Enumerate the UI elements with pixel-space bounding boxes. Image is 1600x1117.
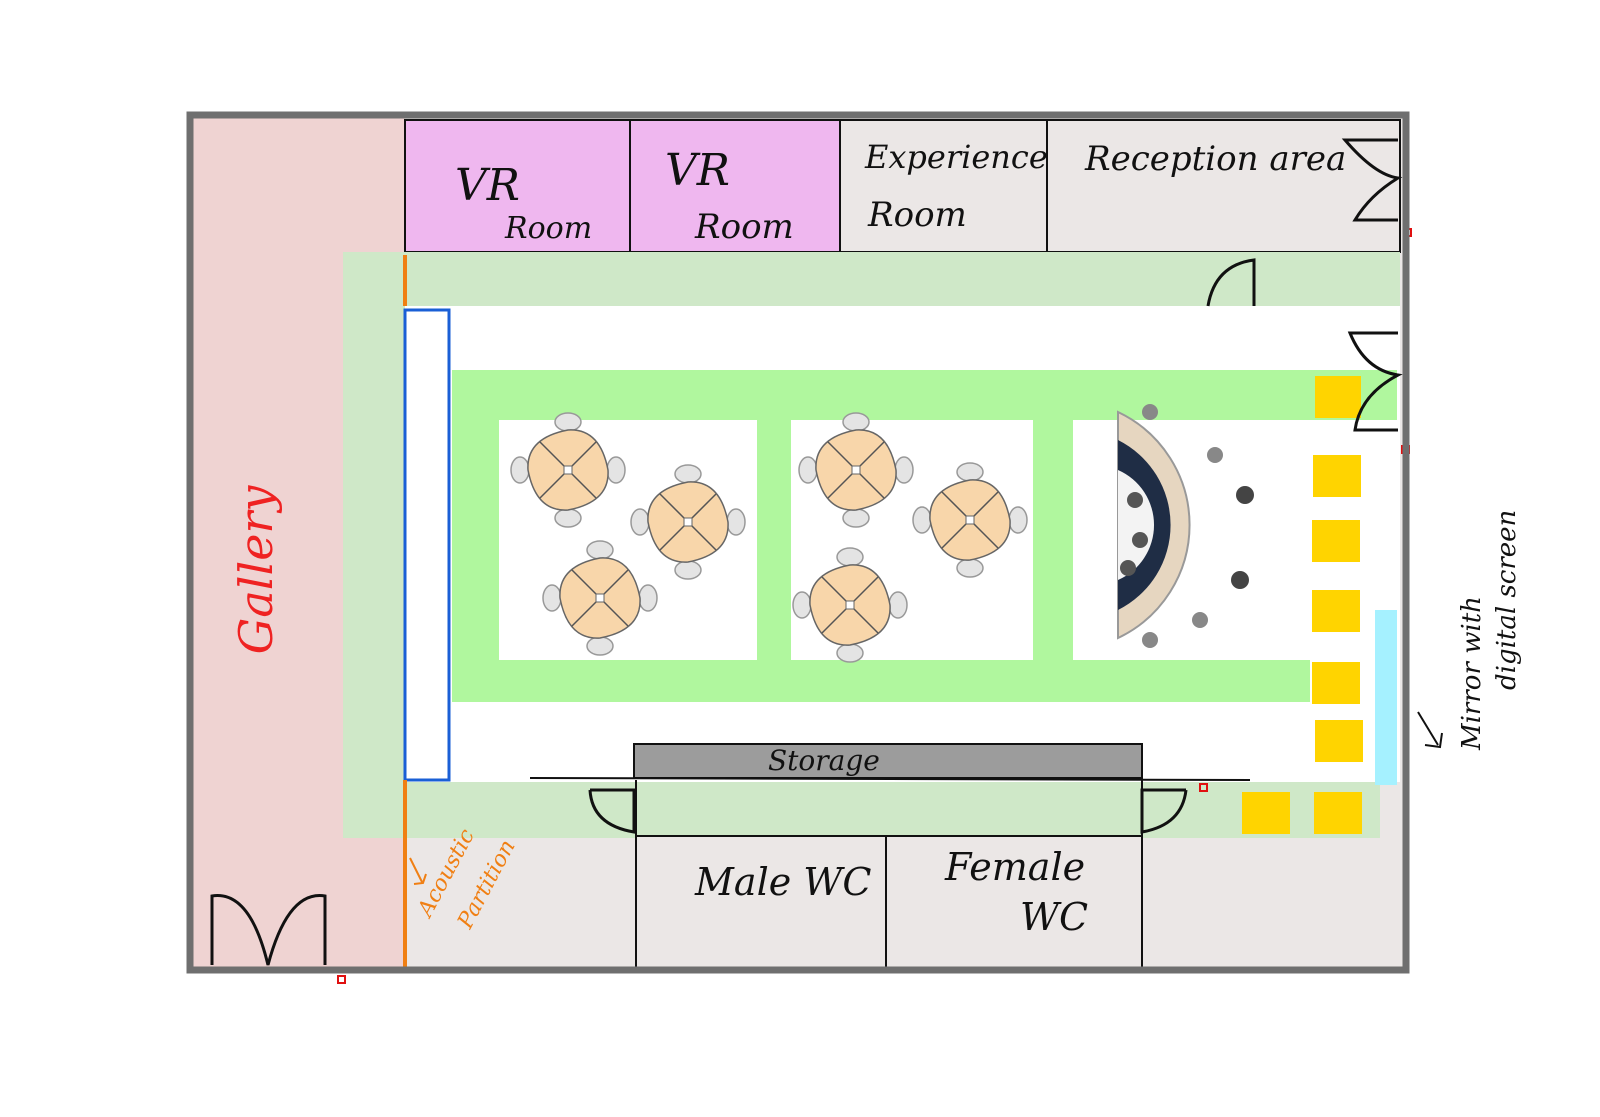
seat[interactable]: [1315, 376, 1361, 418]
vr-room-2-label-line2: Room: [694, 207, 794, 247]
female-wc-label-line1: Female: [944, 845, 1085, 889]
mirror-arrow: [1417, 711, 1443, 749]
svg-text:VR: VR: [665, 145, 730, 196]
vr-room-1-label-line1: VR: [455, 160, 520, 211]
corridor-bottom: [405, 782, 1380, 838]
svg-text:Mirror with: Mirror with: [1457, 596, 1487, 751]
chair: [842, 508, 870, 528]
door-gallery[interactable]: [210, 894, 327, 966]
outer-wall: [186, 111, 1410, 974]
reception-label: Reception area: [1084, 139, 1346, 179]
svg-text:WC: WC: [1020, 895, 1088, 939]
mirror-screen[interactable]: [1375, 610, 1397, 785]
circulation-right: [1033, 420, 1073, 660]
chair: [726, 508, 746, 536]
table-four-seat[interactable]: [912, 462, 1028, 578]
table-hub: [683, 517, 693, 527]
table-cluster: [510, 412, 1028, 663]
chair: [792, 591, 812, 619]
chair: [912, 506, 932, 534]
table-hub: [965, 515, 975, 525]
chair: [586, 636, 614, 656]
chair: [554, 412, 582, 432]
male-wc-label: Male WC: [694, 860, 871, 904]
chair: [836, 547, 864, 567]
door-hall-entry[interactable]: [1347, 331, 1403, 432]
chair: [888, 591, 908, 619]
table-hub: [595, 593, 605, 603]
seating-zone-3: [1073, 420, 1310, 660]
mirror-label-line1: Mirror with: [1457, 596, 1487, 751]
seat[interactable]: [1242, 792, 1290, 834]
chair: [606, 456, 626, 484]
door-reception[interactable]: [1341, 138, 1403, 222]
vr-room-1-label-line2: Room: [504, 211, 592, 246]
female-wc[interactable]: [885, 835, 1143, 969]
table-hub: [563, 465, 573, 475]
chair: [842, 412, 870, 432]
chair: [542, 584, 562, 612]
door-male-wc[interactable]: [588, 788, 636, 834]
chair: [674, 464, 702, 484]
seat[interactable]: [1314, 792, 1362, 834]
svg-text:Experience: Experience: [864, 138, 1048, 176]
marker: [337, 975, 346, 984]
svg-text:Female: Female: [944, 845, 1085, 889]
blue-panel: [403, 308, 451, 782]
chair: [630, 508, 650, 536]
svg-text:Room: Room: [694, 207, 794, 247]
circulation-bottom: [452, 660, 1310, 702]
svg-text:VR: VR: [455, 160, 520, 211]
door-female-wc[interactable]: [1140, 788, 1188, 834]
chair: [956, 462, 984, 482]
table-four-seat[interactable]: [510, 412, 626, 528]
corridor-top: [405, 252, 1400, 306]
vr-room-2-label-line1: VR: [665, 145, 730, 196]
chair: [836, 643, 864, 663]
reception-area[interactable]: [1046, 119, 1401, 253]
table-four-seat[interactable]: [798, 412, 914, 528]
chair: [638, 584, 658, 612]
chair: [586, 540, 614, 560]
mirror-label-line2: digital screen: [1492, 510, 1522, 690]
female-wc-label-line2: WC: [1020, 895, 1088, 939]
chair: [510, 456, 530, 484]
storage[interactable]: [633, 743, 1143, 779]
seat[interactable]: [1312, 590, 1360, 632]
seat[interactable]: [1315, 720, 1363, 762]
chair: [554, 508, 582, 528]
chair: [894, 456, 914, 484]
table-hub: [845, 600, 855, 610]
svg-text:Room: Room: [867, 195, 967, 235]
gallery-label: Gallery: [229, 485, 283, 655]
chair: [798, 456, 818, 484]
seat[interactable]: [1312, 520, 1360, 562]
svg-text:Room: Room: [504, 211, 592, 246]
doors: [210, 138, 1403, 966]
seat[interactable]: [1313, 455, 1361, 497]
conference-table[interactable]: [1117, 404, 1254, 648]
svg-text:digital screen: digital screen: [1492, 510, 1522, 690]
corridor-left: [343, 252, 405, 838]
table-four-seat[interactable]: [542, 540, 658, 656]
storage-label: Storage: [768, 744, 880, 777]
table-four-seat[interactable]: [630, 464, 746, 580]
yellow-seats: [1242, 376, 1363, 834]
experience-room-label-line1: Experience: [864, 138, 1048, 176]
acoustic-arrow: [409, 857, 427, 885]
experience-room-label-line2: Room: [867, 195, 967, 235]
circulation-top: [452, 370, 1397, 420]
seat[interactable]: [1312, 662, 1360, 704]
circulation-left: [452, 420, 499, 660]
chair: [674, 560, 702, 580]
chair: [956, 558, 984, 578]
table-four-seat[interactable]: [792, 547, 908, 663]
circulation-middle: [757, 420, 791, 660]
marker: [1199, 783, 1208, 792]
door-corridor[interactable]: [1206, 258, 1256, 307]
chair: [1008, 506, 1028, 534]
table-hub: [851, 465, 861, 475]
